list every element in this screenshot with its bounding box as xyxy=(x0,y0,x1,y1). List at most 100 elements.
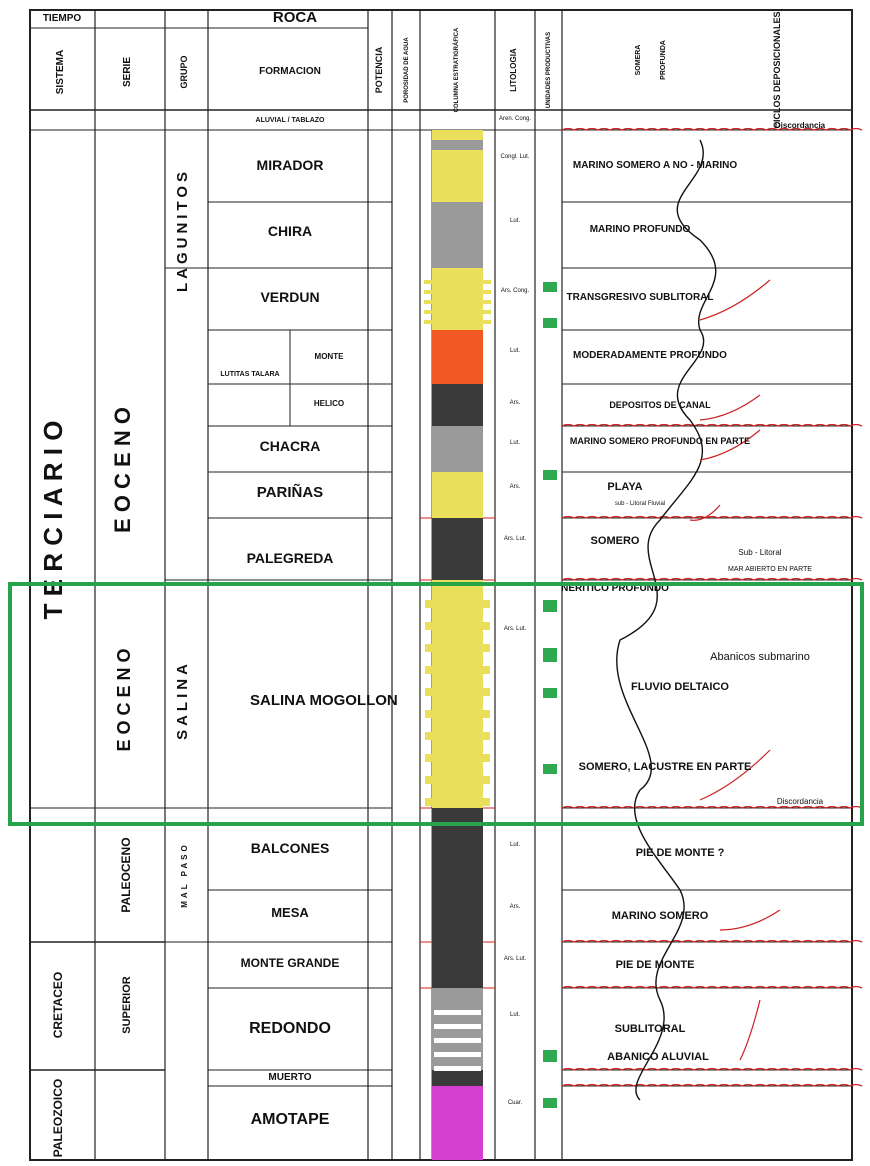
discordance-line xyxy=(561,127,863,131)
discordance-line xyxy=(561,1083,863,1087)
shale-band xyxy=(434,1052,481,1057)
grupo-lagunitos: LAGUNITOS xyxy=(174,168,191,292)
litologia-text: Cuar. xyxy=(508,1100,523,1106)
lith-fill-segment xyxy=(432,942,483,988)
shale-band xyxy=(434,1024,481,1029)
sand-lens xyxy=(425,600,490,608)
roca-label: ROCA xyxy=(273,9,317,26)
somera-label: SOMERA xyxy=(635,45,642,76)
cycle-label: MODERADAMENTE PROFUNDO xyxy=(573,350,727,361)
potencia-label: POTENCIA xyxy=(374,46,384,93)
litologia-text: Ars. Lut. xyxy=(504,626,527,632)
cycle-label: MARINO PROFUNDO xyxy=(590,224,691,235)
productive-unit-marker xyxy=(543,688,557,698)
litologia-text: Lut. xyxy=(510,842,520,848)
cycle-label: MARINO SOMERO xyxy=(612,910,709,922)
cycle-label: TRANSGRESIVO SUBLITORAL xyxy=(566,292,713,303)
sand-lens xyxy=(425,732,490,740)
lith-fill-segment xyxy=(432,890,483,942)
discordancia-label: Discordancia xyxy=(777,797,824,806)
sand-lens xyxy=(425,666,490,674)
sand-lens xyxy=(425,644,490,652)
discordance-line xyxy=(561,939,863,943)
sand-lens xyxy=(424,290,491,294)
lith-fill-segment xyxy=(432,140,483,150)
red-arrow xyxy=(739,999,761,1061)
formation-name: AMOTAPE xyxy=(251,1111,330,1128)
cycle-label: MARINO SOMERO PROFUNDO EN PARTE xyxy=(570,436,750,446)
formation-name: MUERTO xyxy=(268,1072,311,1083)
shale-band xyxy=(434,1038,481,1043)
unidades-label: UNIDADES PRODUCTIVAS xyxy=(546,32,552,108)
formation-name: PALEGREDA xyxy=(247,550,334,566)
discordance-line xyxy=(561,1067,863,1071)
litologia-text: Lut. xyxy=(510,1012,520,1018)
lithology-column xyxy=(424,130,491,1160)
grupo-salina: SALINA xyxy=(174,660,191,740)
grupo-label: GRUPO xyxy=(179,55,189,88)
lith-fill-segment xyxy=(432,472,483,518)
litologia-text: Aren. Cong. xyxy=(499,116,531,122)
lith-fill-segment xyxy=(432,330,483,384)
formacion-label: FORMACION xyxy=(259,66,321,77)
formation-name: PARIÑAS xyxy=(257,483,323,501)
sand-lens xyxy=(425,798,490,806)
productive-unit-marker xyxy=(543,600,557,612)
litologia-text: Lut. xyxy=(510,218,520,224)
sand-lens xyxy=(425,622,490,630)
red-arrow xyxy=(689,504,721,521)
lutitas-talara-label: LUTITAS TALARA xyxy=(220,371,279,378)
lith-fill-segment xyxy=(432,426,483,472)
formation-name: MONTE GRANDE xyxy=(241,956,340,970)
productive-unit-marker xyxy=(543,282,557,292)
sistema-cretaceo: CRETACEO xyxy=(51,972,65,1038)
formation-name: MIRADOR xyxy=(257,157,324,173)
litologia-text: Lut. xyxy=(510,348,520,354)
lith-fill-segment xyxy=(432,1086,483,1160)
serie-paleoceno: PALEOCENO xyxy=(119,837,133,912)
abanico-aluvial-label: ABANICO ALUVIAL xyxy=(607,1051,709,1063)
litologia-label: LITOLOGIA xyxy=(509,48,518,92)
formation-name: ALUVIAL / TABLAZO xyxy=(256,117,326,124)
red-arrow xyxy=(699,394,761,421)
productive-unit-marker xyxy=(543,470,557,480)
sub-litoral-label: Sub - Litoral xyxy=(738,548,781,557)
sand-lens xyxy=(425,688,490,696)
sand-lens xyxy=(425,776,490,784)
lith-fill-segment xyxy=(432,518,483,580)
cycle-label: Discordancia xyxy=(775,121,826,130)
discordance-line xyxy=(561,515,863,519)
lith-fill-segment xyxy=(432,268,483,330)
cycle-label: PIE DE MONTE xyxy=(616,959,695,971)
cycle-label: DEPOSITOS DE CANAL xyxy=(609,400,711,410)
neritico-label: NERITICO PROFUNDO xyxy=(561,583,669,594)
profunda-label: PROFUNDA xyxy=(660,40,667,80)
sand-lens xyxy=(424,280,491,284)
formation-name: CHACRA xyxy=(260,438,321,454)
sand-lens xyxy=(425,754,490,762)
ciclos-label: CICLOS DEPOSICIONALES xyxy=(772,11,782,128)
serie-superior: SUPERIOR xyxy=(121,976,133,1034)
sistema-label: SISTEMA xyxy=(55,50,66,94)
litologia-text: Ars. xyxy=(510,400,521,406)
formation-name: HELICO xyxy=(314,399,344,408)
litologia-text: Ars. xyxy=(510,484,521,490)
somero-lacustre-label: SOMERO, LACUSTRE EN PARTE xyxy=(579,761,752,773)
litologia-text: Ars. Cong. xyxy=(501,288,530,294)
serie-eoceno-lower: E O C E N O xyxy=(114,648,134,751)
tiempo-label: TIEMPO xyxy=(43,13,82,24)
formation-name: MONTE xyxy=(315,352,345,361)
cycle-label: MARINO SOMERO A NO - MARINO xyxy=(573,160,737,171)
productive-unit-marker xyxy=(543,318,557,328)
productive-unit-marker xyxy=(543,764,557,774)
formation-name: CHIRA xyxy=(268,223,312,239)
red-arrow xyxy=(719,909,781,931)
cycle-label: SUBLITORAL xyxy=(615,1023,686,1035)
discordance-line xyxy=(561,985,863,989)
shale-band xyxy=(434,1010,481,1015)
formation-name: REDONDO xyxy=(249,1020,331,1037)
red-arrow xyxy=(699,749,771,801)
sistema-paleozoico: PALEOZOICO xyxy=(51,1079,65,1157)
formation-name: VERDUN xyxy=(260,289,319,305)
